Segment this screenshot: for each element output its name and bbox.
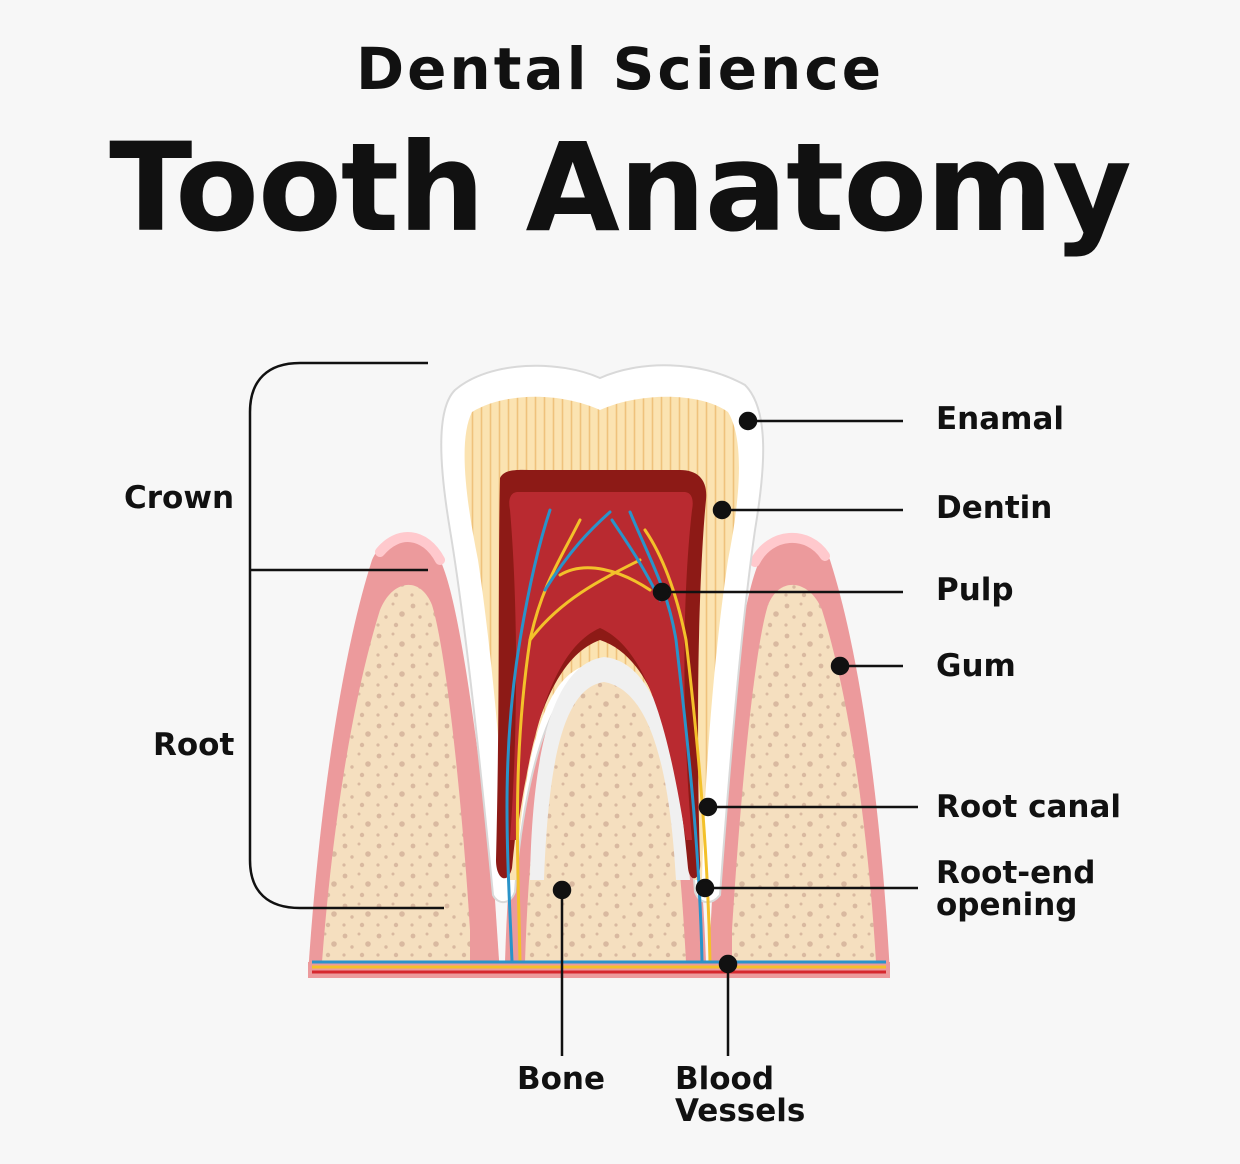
diagram-title: Tooth Anatomy	[109, 117, 1132, 259]
label-gum: Gum	[936, 648, 1016, 684]
label-root-end-line2: opening	[936, 887, 1078, 923]
root-end-dot	[695, 878, 715, 898]
label-bone: Bone	[517, 1061, 606, 1097]
pulp-inner	[509, 492, 693, 840]
label-root-canal: Root canal	[936, 789, 1121, 825]
bone-right	[732, 584, 876, 962]
diagram-subtitle: Dental Science	[355, 35, 885, 103]
label-blood-line1: Blood	[675, 1061, 775, 1097]
label-blood-line2: Vessels	[675, 1093, 806, 1129]
crown-root-bracket	[248, 361, 444, 910]
label-dentin: Dentin	[936, 490, 1053, 526]
gum-right-highlight	[750, 532, 830, 567]
blood-vessel-dot	[718, 954, 738, 974]
label-root: Root	[153, 727, 235, 763]
pulp-dot	[652, 582, 672, 602]
label-root-end-line1: Root-end	[936, 855, 1096, 891]
bone-left	[322, 584, 470, 962]
enamel-dot	[738, 411, 758, 431]
root-canal-dot	[698, 797, 718, 817]
label-pulp: Pulp	[936, 572, 1014, 608]
bone-dot	[552, 880, 572, 900]
root-inner-lining	[530, 657, 690, 880]
label-enamel: Enamal	[936, 401, 1065, 437]
leader-lines	[552, 411, 918, 1056]
gum-left-highlight	[375, 532, 445, 565]
dentin-dot	[712, 500, 732, 520]
gum-dot	[830, 656, 850, 676]
label-crown: Crown	[124, 480, 235, 516]
